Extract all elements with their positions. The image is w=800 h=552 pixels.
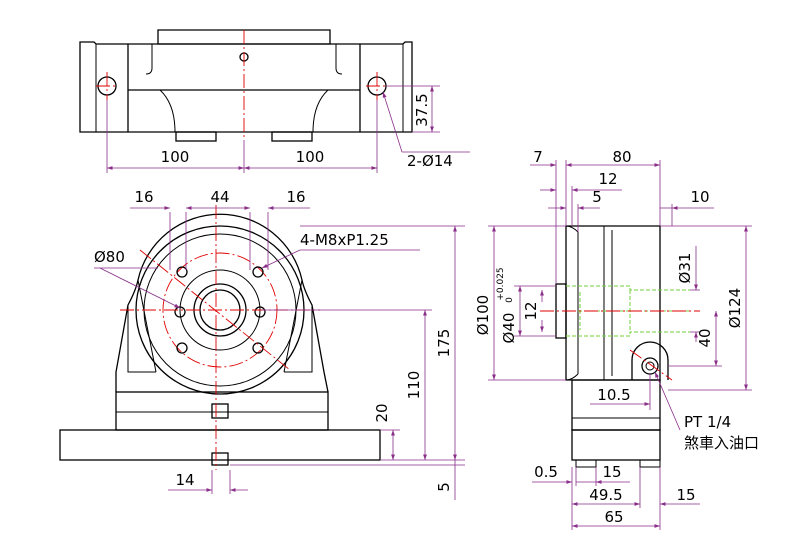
dim-15-inner-text: 15 (602, 463, 621, 481)
tol-lower-text: 0 (505, 297, 515, 303)
dim-20-text: 20 (373, 403, 391, 422)
top-housing-cap (157, 29, 331, 45)
dim-0-5-text: 0.5 (534, 463, 558, 481)
front-housing-outline (115, 213, 329, 393)
bolt-hole-l (174, 306, 186, 318)
dim-16-right-text: 16 (286, 188, 305, 206)
dim-80-text: 80 (612, 148, 631, 166)
tol-upper-text: +0.025 (496, 267, 506, 300)
front-feet-inner (127, 305, 313, 373)
dim-5-text: 5 (435, 482, 453, 492)
side-view: 7 80 12 5 10 Ø100 Ø40 +0.025 0 12 Ø31 40… (474, 148, 759, 530)
leader-phi80 (99, 267, 181, 309)
port-label-text: 煞車入油口 (684, 434, 759, 452)
oil-inlet-port-inner (645, 361, 655, 371)
bolt-hole-br (252, 342, 264, 354)
dim-40-text: 40 (696, 328, 714, 347)
top-slots (145, 44, 343, 75)
side-hidden-bore (566, 285, 690, 337)
top-base-outline (79, 41, 413, 133)
dim-12-top-text: 12 (598, 170, 617, 188)
front-nipple-boss-bottom (211, 452, 229, 466)
front-view: 16 44 16 4-M8xP1.25 Ø80 175 110 20 5 14 (59, 188, 465, 500)
dim-phi31-text: Ø31 (676, 253, 694, 284)
bolt-hole-r (254, 306, 266, 318)
top-tab-left (175, 131, 217, 142)
hole-callout-text: 2-Ø14 (407, 152, 453, 170)
dim-37-5-text: 37.5 (413, 93, 431, 126)
dim-44-text: 44 (210, 188, 229, 206)
top-tab-right (271, 131, 313, 142)
top-housing-walls (127, 44, 361, 132)
leader-port (654, 371, 681, 431)
front-nipple-boss (211, 403, 229, 419)
dim-phi40-text: Ø40 (500, 313, 518, 344)
bolt-hole-tl (176, 266, 188, 278)
dim-65-text: 65 (604, 508, 623, 526)
top-bore-curves (159, 89, 329, 133)
top-view: 100 100 37.5 2-Ø14 (79, 29, 470, 173)
dim-14-text: 14 (175, 471, 194, 489)
dim-5-side-text: 5 (592, 188, 602, 206)
oil-inlet-boss (631, 341, 669, 380)
dim-phi100-text: Ø100 (474, 295, 492, 335)
dim-16-left-text: 16 (134, 188, 153, 206)
side-base-tab-left (575, 459, 597, 468)
front-housing-ribs (137, 279, 303, 373)
thread-callout-text: 4-M8xP1.25 (300, 231, 389, 249)
front-centerline-diag (139, 249, 291, 371)
dim-7-text: 7 (533, 148, 543, 166)
side-centerline-port (629, 349, 673, 381)
side-base (571, 429, 661, 461)
front-base (59, 429, 381, 461)
dim-12-mid-text: 12 (522, 301, 540, 320)
dim-phi124-text: Ø124 (726, 288, 744, 328)
bolt-hole-tr (252, 266, 264, 278)
dim-10-5-text: 10.5 (597, 386, 630, 404)
dim-15-right-text: 15 (676, 486, 695, 504)
dim-175-text: 175 (435, 329, 453, 358)
dim-phi80-text: Ø80 (94, 248, 125, 266)
side-base-tab-right (639, 459, 661, 468)
dim-10-text: 10 (690, 188, 709, 206)
dim-100-right-text: 100 (296, 148, 325, 166)
dim-110-text: 110 (405, 371, 423, 400)
port-size-text: PT 1/4 (684, 413, 731, 431)
side-body-fillets (565, 225, 579, 381)
front-pedestal (115, 391, 329, 431)
side-body (565, 225, 661, 381)
dim-49-5-text: 49.5 (589, 486, 622, 504)
leader-thread (261, 249, 301, 269)
dim-100-left-text: 100 (161, 148, 190, 166)
leader-2-phi14 (382, 91, 403, 153)
bolt-hole-bl (176, 342, 188, 354)
